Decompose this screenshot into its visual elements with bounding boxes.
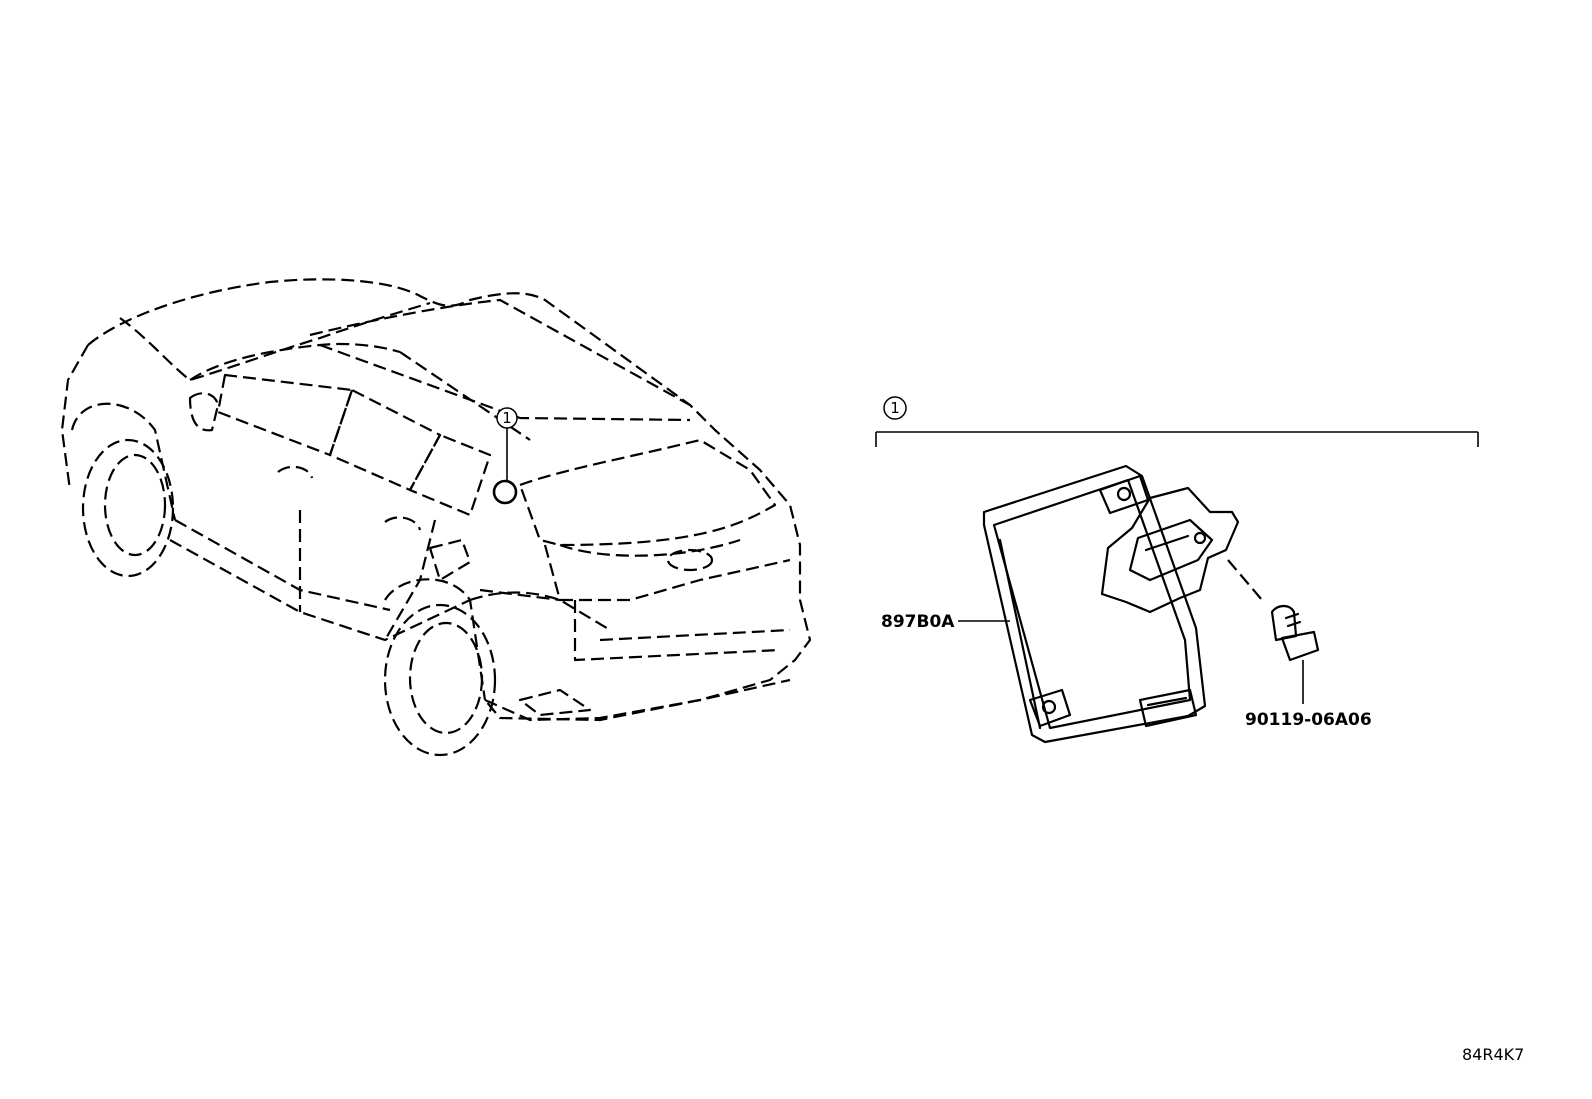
vehicle-illustration: 1 xyxy=(60,278,812,757)
ecu-part-label: 897B0A xyxy=(881,612,955,632)
location-marker xyxy=(492,479,518,505)
bolt-part-label: 90119-06A06 xyxy=(1245,710,1372,730)
ecu-module-icon xyxy=(958,464,1240,744)
assembly-bracket: 1 xyxy=(875,396,1479,447)
vehicle-callout-number: 1 xyxy=(502,409,512,427)
diagram-code: 84R4K7 xyxy=(1462,1045,1524,1064)
bolt-icon xyxy=(1227,559,1320,704)
assembly-callout-number: 1 xyxy=(890,399,900,417)
